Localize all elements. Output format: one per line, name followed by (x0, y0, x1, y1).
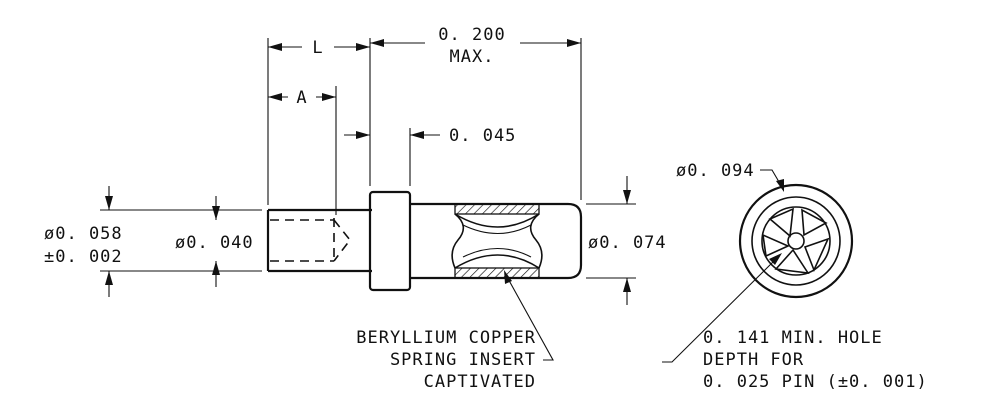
dim-overall-length-value: 0. 200 (438, 25, 505, 45)
insert-note-line-2: SPRING INSERT (390, 350, 536, 370)
insert-band-top (454, 203, 540, 215)
insert-note-line-1: BERYLLIUM COPPER (356, 328, 536, 348)
dim-pin-tolerance: ±0. 002 (44, 247, 123, 267)
dimension-lines (100, 38, 636, 305)
dim-a-label: A (296, 88, 307, 108)
spring-fingers (451, 213, 543, 269)
spring-contacts (762, 207, 830, 275)
dim-l-label: L (312, 38, 323, 58)
insert-band-bottom (454, 267, 540, 279)
hole-note-line-2: DEPTH FOR (703, 350, 804, 370)
dim-head-thickness: 0. 045 (449, 126, 516, 146)
hole-note-line-1: 0. 141 MIN. HOLE (703, 328, 883, 348)
hole-note-line-3: 0. 025 PIN (±0. 001) (703, 372, 928, 392)
dim-pin-bore: ø0. 040 (175, 233, 254, 253)
end-view (738, 183, 854, 299)
pin-tail (266, 208, 372, 273)
dim-head-diameter: ø0. 094 (676, 161, 755, 181)
side-view (266, 190, 583, 292)
dim-pin-diameter: ø0. 058 (44, 224, 123, 244)
dim-overall-length-qualifier: MAX. (450, 47, 495, 67)
sleeve-body (410, 202, 583, 280)
hole-leader (662, 256, 779, 363)
insert-leader (505, 274, 554, 361)
dim-sleeve-diameter: ø0. 074 (588, 233, 667, 253)
head-flange (368, 190, 412, 292)
insert-note-line-3: CAPTIVATED (424, 372, 536, 392)
